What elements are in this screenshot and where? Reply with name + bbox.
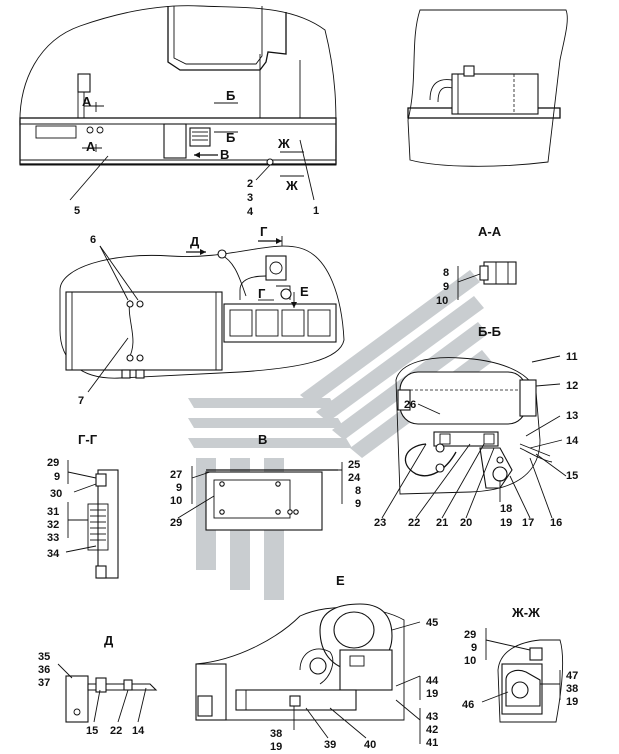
section-zhzh-n38: 38: [566, 683, 578, 695]
section-bb-n21: 21: [436, 517, 448, 529]
section-gg-n31: 31: [47, 506, 59, 518]
view-e-n43: 43: [426, 711, 438, 723]
view-e-title: Е: [336, 573, 345, 588]
label-arrow-zh-bottom: Ж: [285, 178, 298, 193]
section-gg: Г-Г 29 9 30 31 32 33 34: [47, 432, 119, 579]
view-e-n40: 40: [364, 739, 376, 751]
view-v: В 27 9 10 29 25 24 8 9: [170, 432, 361, 531]
view-v-title: В: [258, 432, 267, 447]
main-view-frame: [19, 117, 337, 165]
callout-7: 7: [78, 395, 84, 407]
view-d-n35: 35: [38, 651, 50, 663]
section-bb-n19: 19: [500, 517, 512, 529]
section-zhzh-n29: 29: [464, 629, 476, 641]
label-arrow-g-inner: Г: [258, 286, 266, 301]
view-d-n22: 22: [110, 725, 122, 737]
top-right-detail: [407, 9, 568, 167]
view-d-n14: 14: [132, 725, 145, 737]
section-gg-n33: 33: [47, 532, 59, 544]
view-e-n19a: 19: [426, 688, 438, 700]
callout-1: 1: [313, 205, 319, 217]
view-d-n36: 36: [38, 664, 50, 676]
section-bb-n22: 22: [408, 517, 420, 529]
view-d-n37: 37: [38, 677, 50, 689]
label-arrow-zh-top: Ж: [277, 136, 290, 151]
view-v-n24: 24: [348, 472, 361, 484]
view-e-n19b: 19: [270, 741, 282, 753]
section-bb-n18: 18: [500, 503, 512, 515]
section-aa-n8: 8: [443, 267, 449, 279]
section-bb-n11: 11: [566, 351, 578, 363]
callout-5: 5: [74, 205, 80, 217]
label-arrow-b-bottom: Б: [226, 130, 235, 145]
section-zhzh-title: Ж-Ж: [511, 605, 540, 620]
main-view-upper-body: [167, 6, 287, 71]
view-e-n41: 41: [426, 737, 438, 749]
section-zhzh-n47: 47: [566, 670, 578, 682]
section-aa-n9: 9: [443, 281, 449, 293]
section-bb-n14: 14: [566, 435, 579, 447]
mid-left-view: 6 7 Д Г Г Е: [59, 224, 345, 407]
label-arrow-g-top: Г: [260, 224, 268, 239]
callout-3: 3: [247, 192, 253, 204]
section-bb-n13: 13: [566, 410, 578, 422]
section-bb-n12: 12: [566, 380, 578, 392]
view-v-n9b: 9: [355, 498, 361, 510]
label-arrow-d: Д: [190, 234, 200, 249]
section-bb-title: Б-Б: [478, 324, 501, 339]
label-arrow-v: В: [220, 147, 229, 162]
section-gg-n30: 30: [50, 488, 62, 500]
view-v-n9: 9: [176, 482, 182, 494]
view-v-n8: 8: [355, 485, 361, 497]
view-v-n29: 29: [170, 517, 182, 529]
view-e-n39: 39: [324, 739, 336, 751]
section-gg-title: Г-Г: [78, 432, 98, 447]
section-zhzh-n9: 9: [471, 642, 477, 654]
section-gg-n32: 32: [47, 519, 59, 531]
section-zhzh-n10: 10: [464, 655, 476, 667]
label-arrow-a-top: А: [82, 94, 92, 109]
callout-2: 2: [247, 178, 253, 190]
section-aa-title: А-А: [478, 224, 502, 239]
callout-4: 4: [247, 206, 254, 218]
section-bb-n17: 17: [522, 517, 534, 529]
section-bb-n23: 23: [374, 517, 386, 529]
mid-left-panel: [65, 291, 223, 371]
section-bb-n15: 15: [566, 470, 578, 482]
view-e: Е 45 44 19 43 42 41 38 19 39 40: [195, 573, 439, 753]
label-arrow-a-bottom: А: [86, 139, 96, 154]
view-v-n10: 10: [170, 495, 182, 507]
view-e-n45: 45: [426, 617, 438, 629]
section-zhzh-n19: 19: [566, 696, 578, 708]
view-d: Д 35 36 37 15 22 14: [38, 633, 158, 737]
section-aa: А-А 8 9 10: [436, 224, 517, 307]
section-aa-n10: 10: [436, 295, 448, 307]
section-bb-n26: 26: [404, 399, 416, 411]
view-v-n27: 27: [170, 469, 182, 481]
section-bb-n16: 16: [550, 517, 562, 529]
view-e-n42: 42: [426, 724, 438, 736]
view-v-n25: 25: [348, 459, 360, 471]
view-d-n15: 15: [86, 725, 98, 737]
section-gg-n29: 29: [47, 457, 59, 469]
view-d-title: Д: [104, 633, 114, 648]
section-zhzh: Ж-Ж 29 9 10 47 38 19 46: [462, 605, 578, 723]
view-e-n44: 44: [426, 675, 439, 687]
section-bb-n20: 20: [460, 517, 472, 529]
label-arrow-b-top: Б: [226, 88, 235, 103]
section-bb: Б-Б 26 11 12 13 14 15 16: [374, 324, 579, 529]
view-e-n38: 38: [270, 728, 282, 740]
section-zhzh-n46: 46: [462, 699, 474, 711]
label-arrow-e: Е: [300, 284, 309, 299]
section-gg-n9: 9: [54, 471, 60, 483]
main-view: А Б А Б В Ж Ж 5 2 3 4 1: [19, 5, 337, 218]
main-view-outline: [19, 5, 337, 166]
callout-6: 6: [90, 234, 96, 246]
section-gg-n34: 34: [47, 548, 60, 560]
